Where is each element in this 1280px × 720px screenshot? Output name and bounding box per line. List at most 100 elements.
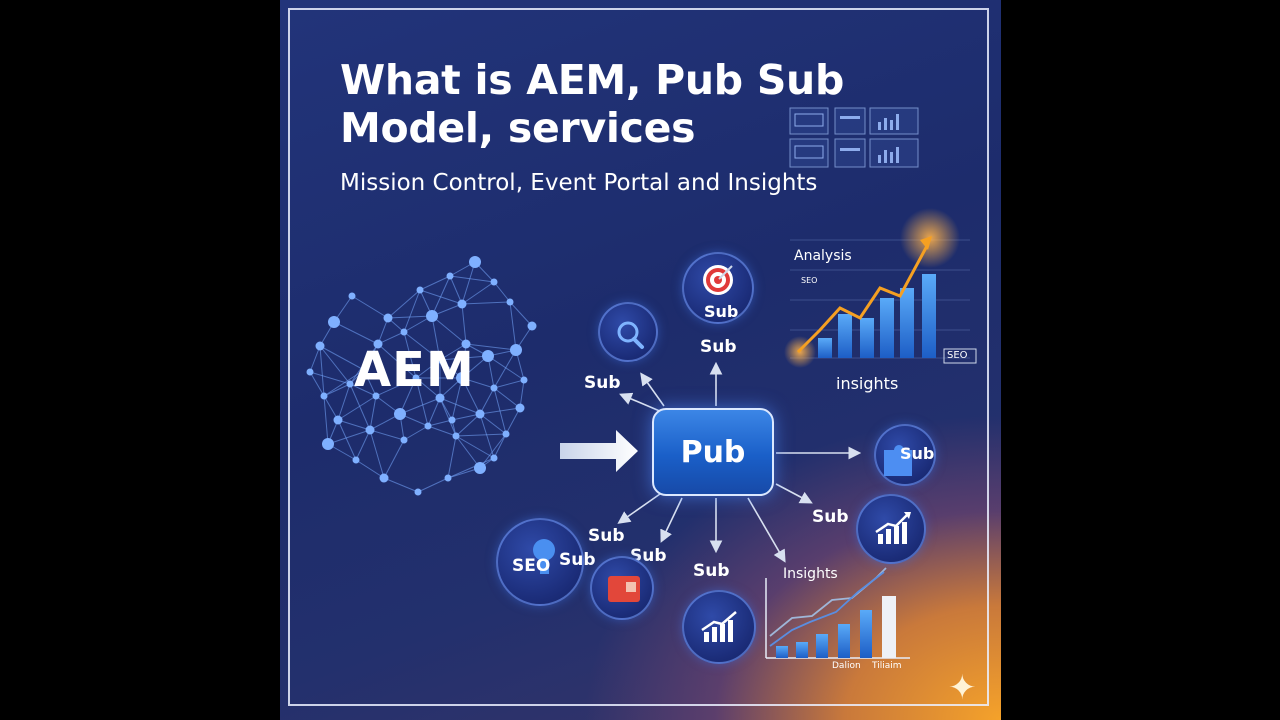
network-edge: [337, 395, 377, 421]
dashboard-sub-circle: [590, 556, 654, 620]
network-edge: [355, 459, 385, 479]
chart-sub-circle-bottom: [682, 590, 756, 664]
network-node: [436, 356, 444, 364]
sub-label-right: Sub: [900, 444, 935, 463]
network-edge: [333, 321, 379, 345]
network-edge: [479, 407, 521, 415]
network-edge: [455, 435, 495, 459]
network-edge: [403, 331, 441, 361]
network-edge: [479, 413, 495, 459]
network-edge: [505, 407, 521, 435]
network-node: [346, 380, 354, 388]
network-edge: [399, 397, 441, 415]
network-node: [360, 366, 368, 374]
search-sub-circle: [598, 302, 658, 362]
network-edge: [479, 387, 495, 415]
pub-connectors: [617, 361, 862, 563]
network-edge: [461, 303, 467, 345]
network-node: [502, 430, 510, 438]
bar-chart-icon: [701, 611, 737, 642]
network-edge: [355, 429, 371, 461]
network-edge: [431, 315, 467, 345]
network-edge: [451, 377, 463, 421]
network-edge: [403, 425, 429, 441]
network-edge: [387, 289, 421, 319]
network-edge: [451, 413, 481, 421]
network-node: [379, 473, 389, 483]
network-node: [383, 313, 393, 323]
search-icon: [617, 321, 644, 349]
network-edge: [415, 377, 441, 399]
network-edge: [369, 429, 385, 479]
network-node: [444, 474, 452, 482]
network-node: [520, 376, 528, 384]
network-node: [426, 310, 438, 322]
network-node: [365, 425, 375, 435]
network-edge: [309, 371, 351, 385]
network-edge: [455, 413, 481, 437]
network-edge: [369, 429, 405, 441]
network-node: [490, 454, 498, 462]
network-edge: [439, 343, 467, 361]
network-edge: [461, 261, 476, 305]
network-edge: [493, 387, 521, 409]
network-node: [416, 286, 424, 294]
sub-label-bottom-left-a: Sub: [588, 526, 625, 546]
network-node: [490, 278, 498, 286]
network-edge: [323, 395, 329, 445]
network-edge: [323, 383, 351, 397]
network-node: [373, 339, 383, 349]
network-node: [333, 415, 343, 425]
network-edge: [319, 345, 365, 371]
network-edge: [349, 343, 379, 385]
insights-chart: [765, 567, 910, 659]
network-node: [527, 321, 537, 331]
bar-chart-icon: [875, 512, 911, 544]
network-node: [400, 328, 408, 336]
insights-axis-left: Dalion: [832, 661, 861, 671]
network-node: [490, 384, 498, 392]
network-node: [322, 438, 334, 450]
sub-label-target: Sub: [704, 302, 739, 321]
network-edge: [417, 477, 449, 493]
network-edge: [399, 377, 417, 415]
seo-circle-label: SEO: [512, 556, 551, 576]
target-icon: [703, 265, 733, 295]
network-edge: [383, 477, 419, 493]
network-edge: [427, 425, 457, 437]
network-edge: [403, 331, 417, 379]
sub-label-right-lower: Sub: [812, 507, 849, 527]
network-edge: [461, 377, 481, 415]
network-edge: [349, 383, 371, 431]
sub-label-bottom-left-b: Sub: [559, 550, 596, 570]
network-node: [474, 462, 486, 474]
network-edge: [465, 343, 517, 351]
seo-sub-circle: [496, 518, 584, 606]
network-node: [315, 341, 325, 351]
network-node: [424, 422, 432, 430]
network-edge: [377, 331, 405, 345]
puzzle-icon: [884, 444, 912, 476]
network-node: [456, 372, 468, 384]
page-subtitle: Mission Control, Event Portal and Insigh…: [340, 170, 818, 196]
network-edge: [377, 343, 417, 379]
network-node: [328, 316, 340, 328]
sparkle-icon: ✦: [948, 668, 977, 708]
network-edge: [493, 281, 511, 303]
analysis-seo-badge: SEO: [947, 350, 968, 361]
network-edge: [431, 315, 441, 361]
network-node: [446, 272, 454, 280]
network-edge: [383, 439, 405, 479]
network-edge: [447, 435, 457, 479]
network-node: [448, 416, 456, 424]
sub-label-bottom-center: Sub: [693, 561, 730, 581]
network-edge: [519, 379, 525, 409]
network-edge: [455, 435, 481, 469]
chart-sub-circle-right: [856, 494, 926, 564]
network-edge: [439, 397, 481, 415]
network-edge: [309, 371, 325, 397]
analysis-seo-small: SEO: [801, 276, 818, 285]
network-edge: [363, 343, 379, 371]
network-edge: [387, 315, 433, 319]
sub-label-top-left: Sub: [584, 373, 621, 393]
